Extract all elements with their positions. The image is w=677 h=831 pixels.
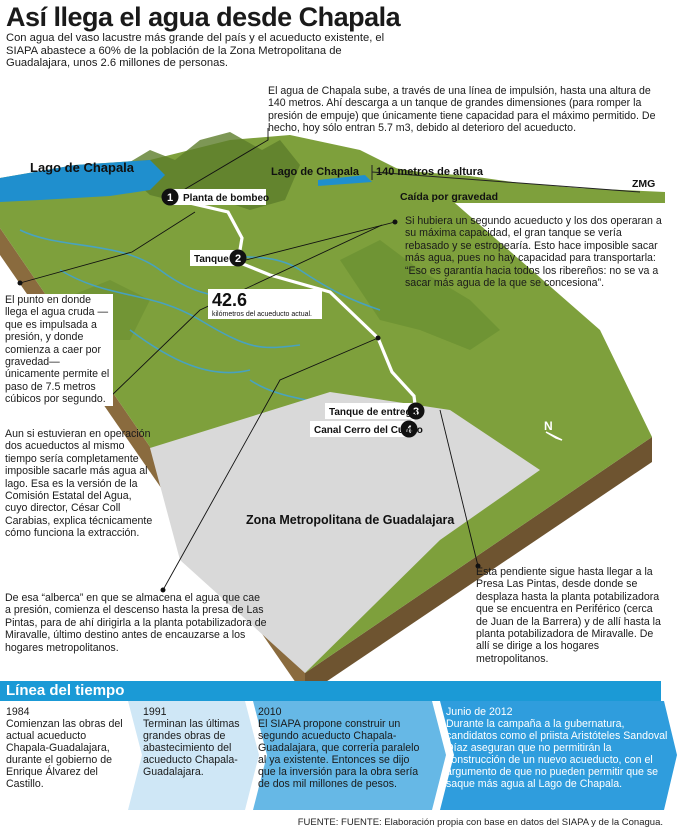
note-two-aqueducts: Aun si estuvieran en operación dos acued… [5,428,153,540]
profile-height-label: 140 metros de altura [376,166,484,178]
point-num: 4 [406,424,413,436]
timeline-item-1984: 1984 Comienzan las obras del actual acue… [6,706,124,790]
page-title: Así llega el agua desde Chapala [6,2,401,32]
timeline-header-bar [0,681,661,701]
point-label: Canal Cerro del Cuatro [314,425,423,436]
profile-lake-label: Lago de Chapala [271,166,360,178]
lake-label: Lago de Chapala [30,160,135,175]
north-label: N [544,419,553,433]
source-credit: FUENTE: FUENTE: Elaboración propia con b… [297,817,663,828]
km-caption: kilómetros del acueducto actual. [212,311,312,318]
point-marker-2: 2 Tanque [190,249,247,267]
note-alberca: De esa “alberca” en que se almacena el a… [5,592,267,654]
north-arrow-icon [545,431,563,441]
timeline-year: 1984 [6,706,30,718]
point-marker-3: 3 Tanque de entrega [325,402,425,420]
timeline-year: 2010 [258,706,282,718]
timeline-chevrons [0,701,677,810]
timeline-item-2012: Junio de 2012 Durante la campaña a la gu… [446,706,668,790]
lake-chapala [0,160,165,202]
timeline-text: Terminan las últimas grandes obras de ab… [143,718,240,778]
timeline-segment-3 [253,701,446,810]
point-label: Planta de bombeo [183,193,269,204]
km-box [208,289,322,319]
timeline-text: El SIAPA propone construir un segundo ac… [258,718,420,790]
point-label: Tanque [194,254,229,265]
point-num: 3 [413,406,419,418]
aqueduct-route [167,196,418,429]
point-marker-1: 1 Planta de bombeo [161,188,269,206]
timeline-item-1991: 1991 Terminan las últimas grandes obras … [143,706,251,778]
timeline-item-2010: 2010 El SIAPA propone construir un segun… [258,706,428,790]
timeline-text: Comienzan las obras del actual acueducto… [6,718,123,790]
point-num: 1 [167,192,173,204]
timeline-year: 1991 [143,706,167,718]
profile-gravity-label: Caída por gravedad [400,191,498,203]
city-area [150,392,540,673]
timeline-segment-4 [440,701,677,810]
timeline-text: Durante la campaña a la gubernatura, can… [446,718,668,790]
profile-lake [318,175,372,186]
mountain-ridge [340,240,500,350]
km-value: 42.6 [212,290,247,310]
profile-end-label: ZMG [632,178,655,190]
intro-text: Con agua del vaso lacustre más grande de… [6,32,385,70]
zmg-label: Zona Metropolitana de Guadalajara [246,513,455,527]
point-num: 2 [235,253,241,265]
note-pendiente: Esta pendiente sigue hasta llegar a la P… [476,566,661,665]
timeline-year: Junio de 2012 [446,706,513,718]
point-label: Tanque de entrega [329,407,418,418]
timeline-title: Línea del tiempo [6,682,125,699]
point-marker-4: 4 Canal Cerro del Cuatro [310,420,423,438]
note-impulsion: El agua de Chapala sube, a través de una… [268,85,656,135]
leader-lines [19,128,479,591]
timeline-segment-2 [128,701,259,810]
note-cruda: El punto en donde llega el agua cruda —q… [5,294,113,406]
timeline-segment-1 [0,701,134,810]
profile-line [371,171,641,193]
note-second-aqueduct: Si hubiera un segundo acueducto y los do… [405,215,662,290]
